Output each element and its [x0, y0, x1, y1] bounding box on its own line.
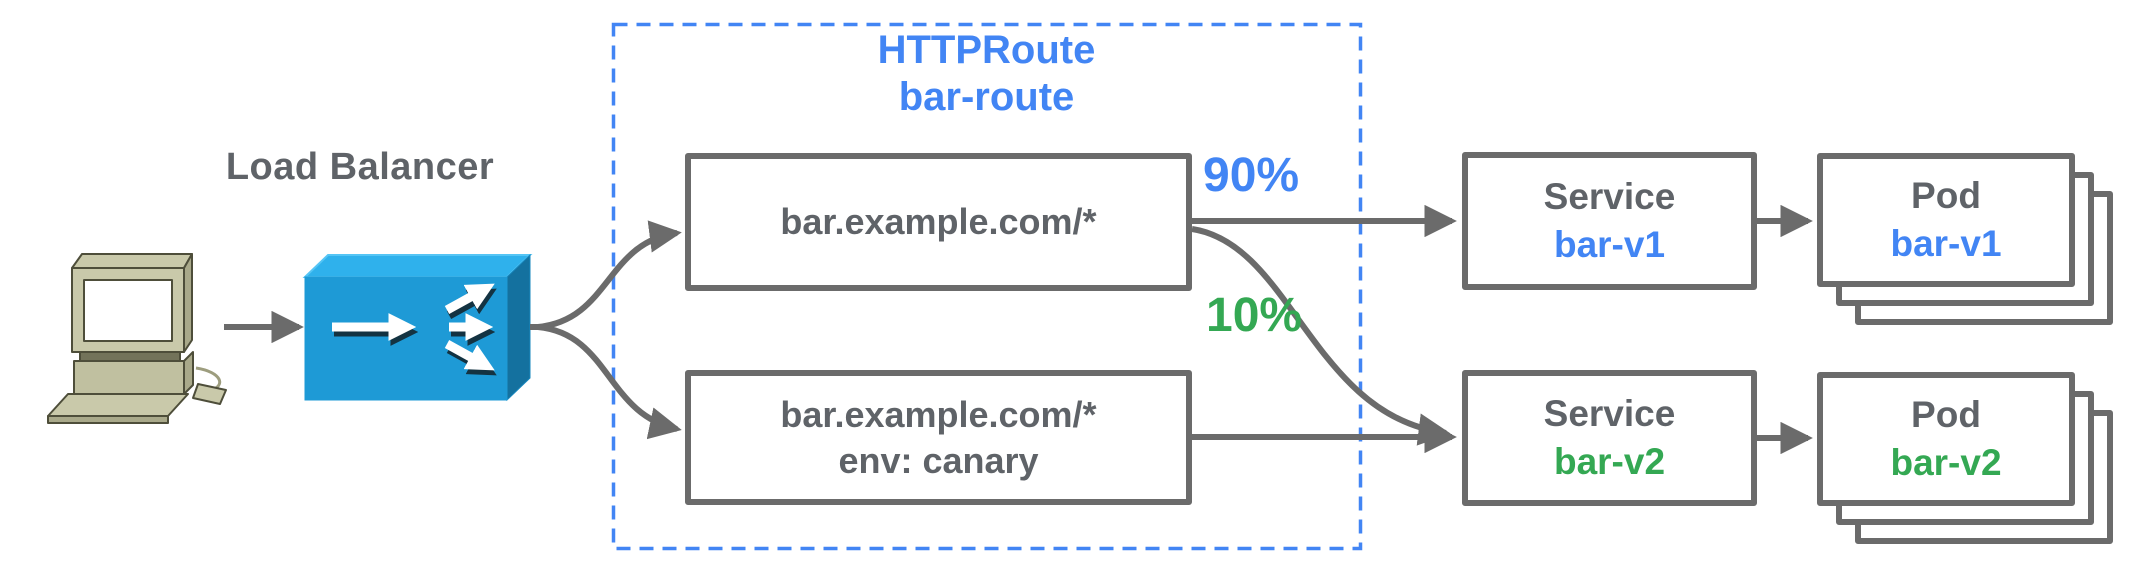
- pod-name: bar-v1: [1890, 223, 2002, 264]
- service-kind: Service: [1543, 393, 1676, 434]
- httproute-dashed-border: [611, 22, 1363, 551]
- pod-kind: Pod: [1911, 175, 1981, 216]
- service-name: bar-v1: [1553, 224, 1666, 265]
- route-rule-canary: bar.example.com/* env: canary: [685, 370, 1192, 505]
- load-balancer-icon: [302, 253, 533, 402]
- route-rule-primary-match: bar.example.com/*: [780, 201, 1097, 242]
- route-rule-primary: bar.example.com/*: [685, 153, 1192, 291]
- weight-label-primary: 90%: [1203, 149, 1300, 202]
- arrow-lb-to-rule-canary: [537, 324, 682, 440]
- arrow-lb-to-rule-primary: [537, 220, 682, 330]
- pod-group-bar-v1: Pod bar-v1: [1817, 153, 2113, 325]
- service-node-bar-v2: Service bar-v2: [1462, 370, 1757, 506]
- pod-group-bar-v2: Pod bar-v2: [1817, 372, 2113, 544]
- route-rule-canary-match: bar.example.com/*: [780, 393, 1097, 435]
- pod-kind: Pod: [1911, 394, 1981, 435]
- weight-label-canary: 10%: [1206, 289, 1303, 342]
- service-node-bar-v1: Service bar-v1: [1462, 152, 1757, 290]
- arrow-rule-primary-to-service-v2-canary-split: [1191, 226, 1451, 446]
- httproute-title: HTTPRoute bar-route: [613, 27, 1360, 121]
- pod-node-bar-v2: Pod bar-v2: [1817, 372, 2075, 506]
- load-balancer-label: Load Balancer: [225, 146, 495, 188]
- route-rule-canary-header: env: canary: [838, 439, 1039, 481]
- pod-name: bar-v2: [1890, 442, 2002, 483]
- service-kind: Service: [1543, 176, 1676, 217]
- pod-node-bar-v1: Pod bar-v1: [1817, 153, 2075, 287]
- httproute-kind: HTTPRoute: [877, 28, 1096, 72]
- client-computer-icon: [47, 253, 227, 424]
- service-name: bar-v2: [1553, 441, 1666, 482]
- httproute-name: bar-route: [898, 75, 1075, 119]
